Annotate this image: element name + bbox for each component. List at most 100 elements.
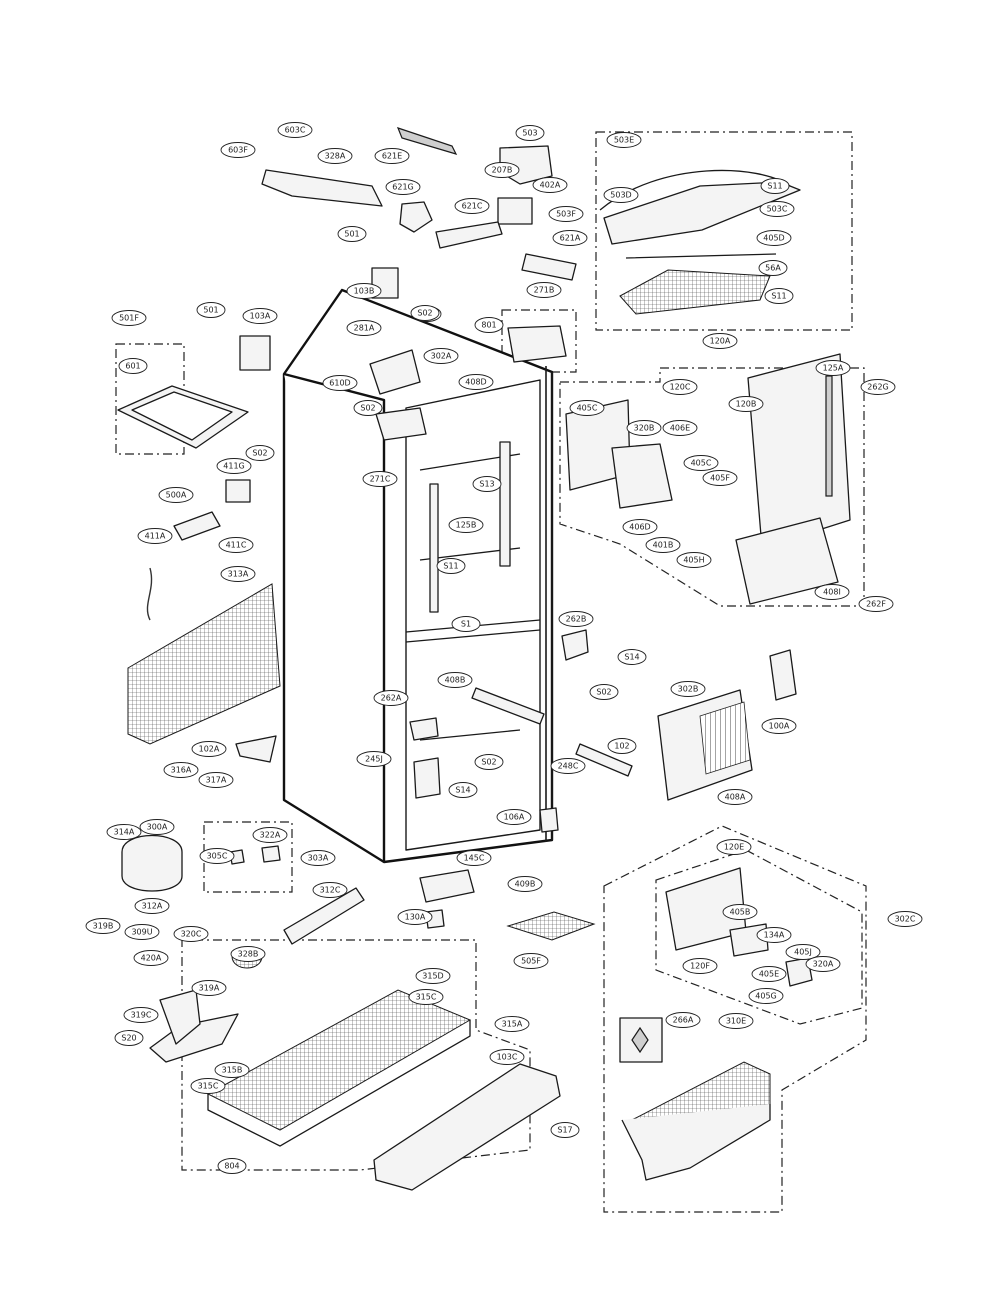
block-411G bbox=[225, 479, 251, 503]
callout-label: S13 bbox=[479, 480, 494, 489]
callout-bubble bbox=[373, 690, 409, 706]
callout-503c: 503C bbox=[759, 201, 795, 217]
callout-bubble bbox=[134, 898, 170, 914]
callout-bubble bbox=[214, 1062, 250, 1078]
callout-505f: 505F bbox=[513, 953, 549, 969]
evaporator-fins bbox=[699, 701, 751, 775]
callout-405f: 405F bbox=[702, 470, 738, 486]
callout-245j: 245J bbox=[356, 751, 392, 767]
callout-603c: 603C bbox=[277, 122, 313, 138]
callout-s11a: S11 bbox=[760, 178, 790, 194]
callout-label: 310E bbox=[726, 1017, 746, 1026]
callout-label: 262F bbox=[866, 600, 886, 609]
callout-label: 248C bbox=[558, 762, 579, 771]
callout-label: 312C bbox=[320, 886, 341, 895]
callout-bubble bbox=[526, 282, 562, 298]
callout-bubble bbox=[410, 305, 440, 321]
callout-label: S17 bbox=[557, 1126, 572, 1135]
callout-label: 621E bbox=[382, 152, 402, 161]
callout-label: 503 bbox=[522, 129, 537, 138]
callout-label: 408I bbox=[823, 588, 841, 597]
callout-label: 281A bbox=[354, 324, 375, 333]
callout-405e: 405E bbox=[751, 966, 787, 982]
callout-label: 503F bbox=[556, 210, 576, 219]
callout-405j: 405J bbox=[785, 944, 821, 960]
door-liner-120B bbox=[747, 353, 851, 549]
callout-130a: 130A bbox=[397, 909, 433, 925]
callout-label: S14 bbox=[455, 786, 470, 795]
callout-328a: 328A bbox=[317, 148, 353, 164]
callout-label: 322A bbox=[260, 831, 281, 840]
callout-label: 601 bbox=[125, 362, 140, 371]
callout-label: 120B bbox=[736, 400, 757, 409]
pcb-cover bbox=[621, 1104, 771, 1181]
callout-bubble bbox=[676, 552, 712, 568]
callout-bubble bbox=[474, 754, 504, 770]
callout-bubble bbox=[748, 988, 784, 1004]
callout-303a: 303A bbox=[300, 850, 336, 866]
callout-610d: 610D bbox=[322, 375, 358, 391]
callout-label: 402A bbox=[540, 181, 561, 190]
callout-315d: 315D bbox=[415, 968, 451, 984]
callout-s14b: S14 bbox=[448, 782, 478, 798]
callout-label: 405F bbox=[710, 474, 730, 483]
callout-103b: 103B bbox=[346, 283, 382, 299]
callout-405g: 405G bbox=[748, 988, 784, 1004]
callout-120f: 120F bbox=[682, 958, 718, 974]
left-parts bbox=[117, 385, 281, 1063]
callout-label: 401B bbox=[653, 541, 674, 550]
callout-bubble bbox=[190, 1078, 226, 1094]
callout-bubble bbox=[423, 348, 459, 364]
callout-label: 801 bbox=[481, 321, 496, 330]
callout-bubble bbox=[218, 537, 254, 553]
callout-313a: 313A bbox=[220, 566, 256, 582]
callout-bubble bbox=[722, 904, 758, 920]
callout-411a: 411A bbox=[137, 528, 173, 544]
callout-bubble bbox=[728, 396, 764, 412]
callout-bubble bbox=[448, 517, 484, 533]
callout-411c: 411C bbox=[218, 537, 254, 553]
callout-label: 130A bbox=[405, 913, 426, 922]
callout-500a: 500A bbox=[158, 487, 194, 503]
callout-label: 405D bbox=[763, 234, 784, 243]
callout-label: S02 bbox=[481, 758, 496, 767]
callout-300a: 300A bbox=[139, 819, 175, 835]
callout-bubble bbox=[472, 476, 502, 492]
callout-bubble bbox=[805, 956, 841, 972]
callout-120e: 120E bbox=[716, 839, 752, 855]
callout-bubble bbox=[173, 926, 209, 942]
callout-label: 271C bbox=[370, 475, 391, 484]
callout-bubble bbox=[662, 420, 698, 436]
callout-label: 106A bbox=[504, 813, 525, 822]
callout-315b: 315B bbox=[214, 1062, 250, 1078]
callout-label: 501 bbox=[203, 306, 218, 315]
callout-label: 120F bbox=[690, 962, 710, 971]
callout-bubble bbox=[133, 950, 169, 966]
interior-parts bbox=[409, 441, 797, 833]
callout-label: 207B bbox=[492, 166, 513, 175]
shaft-621C bbox=[435, 221, 503, 249]
callout-s11b: S11 bbox=[764, 288, 794, 304]
callout-bubble bbox=[484, 162, 520, 178]
callout-bubble bbox=[220, 566, 256, 582]
callout-bubble bbox=[662, 379, 698, 395]
callout-315c: 315C bbox=[408, 989, 444, 1005]
hinge-610D bbox=[375, 407, 427, 441]
cylinder-621A bbox=[521, 253, 577, 281]
callout-s14: S14 bbox=[617, 649, 647, 665]
callout-125b: 125B bbox=[448, 517, 484, 533]
callout-label: 316A bbox=[171, 766, 192, 775]
callout-bubble bbox=[451, 616, 481, 632]
callout-322a: 322A bbox=[252, 827, 288, 843]
callout-label: 56A bbox=[765, 264, 781, 273]
grille-312C bbox=[283, 887, 365, 945]
callout-label: 315B bbox=[222, 1066, 243, 1075]
callout-302c: 302C bbox=[887, 911, 923, 927]
callout-420a: 420A bbox=[133, 950, 169, 966]
callout-406e: 406E bbox=[662, 420, 698, 436]
callout-408a: 408A bbox=[717, 789, 753, 805]
callout-label: 405E bbox=[759, 970, 779, 979]
callout-label: 500A bbox=[166, 491, 187, 500]
callout-label: 319C bbox=[131, 1011, 152, 1020]
callout-bubble bbox=[252, 827, 288, 843]
